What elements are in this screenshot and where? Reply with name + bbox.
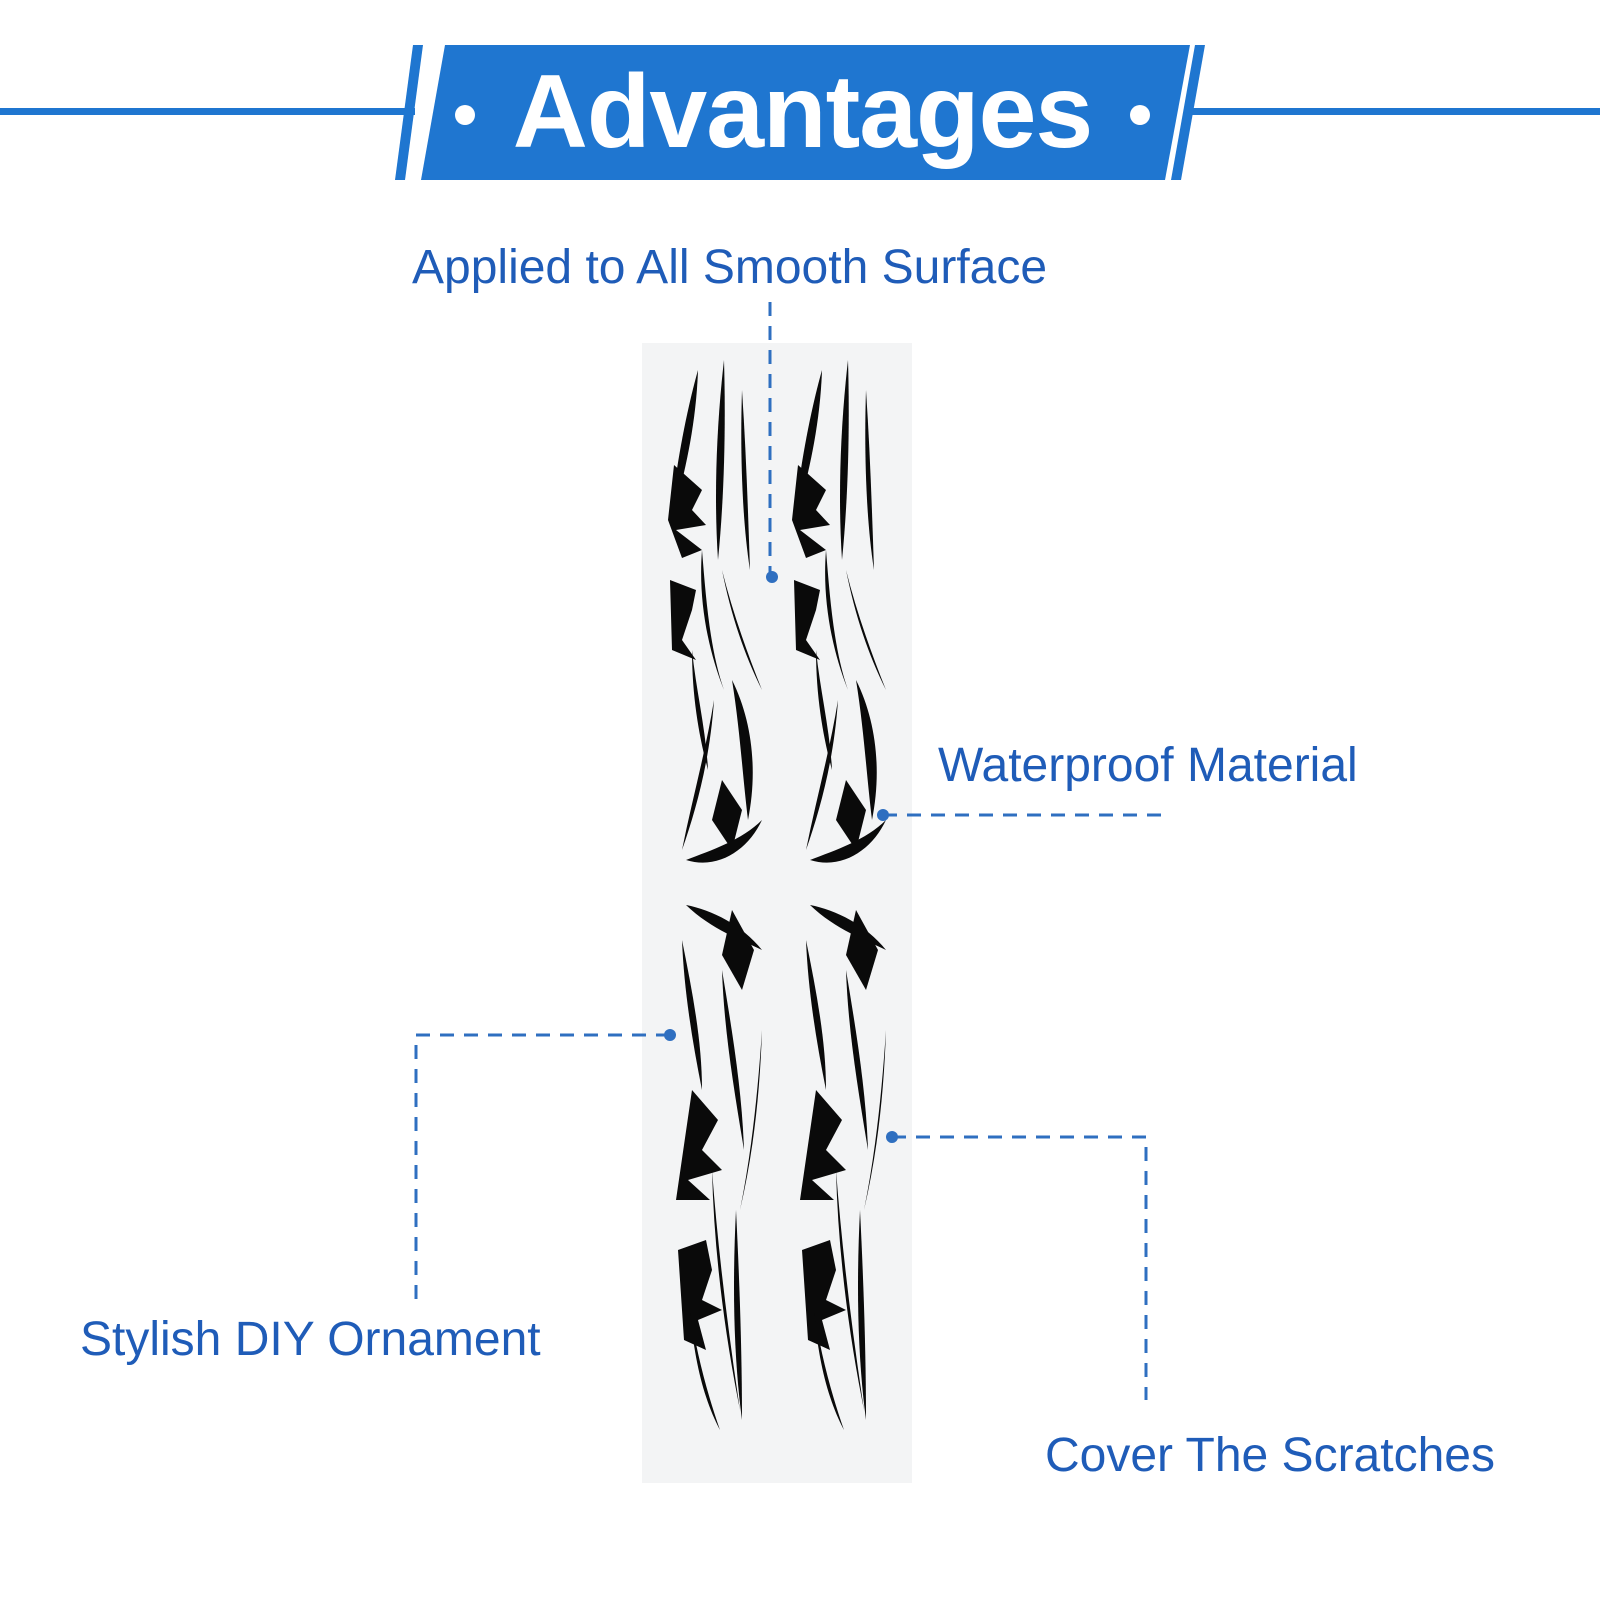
banner-shape [395,45,1205,180]
advantages-banner: Advantages [395,45,1210,180]
bullet-right-icon [1130,104,1151,125]
banner-rule-left [0,108,415,115]
feature-label-waterproof: Waterproof Material [938,739,1358,792]
decal-flames [668,360,886,1430]
feature-label-cover-scratches: Cover The Scratches [1045,1429,1495,1482]
banner-title: Advantages [512,54,1094,170]
callout-dot-top-icon [766,571,778,583]
callout-dot-waterproof-icon [877,809,889,821]
feature-label-smooth-surface: Applied to All Smooth Surface [412,241,1048,294]
callout-dot-stylish-icon [664,1029,676,1041]
banner-rule-right [1192,108,1600,115]
callout-dot-cover-icon [886,1131,898,1143]
feature-label-stylish: Stylish DIY Ornament [80,1313,541,1366]
bullet-left-icon [454,104,475,125]
